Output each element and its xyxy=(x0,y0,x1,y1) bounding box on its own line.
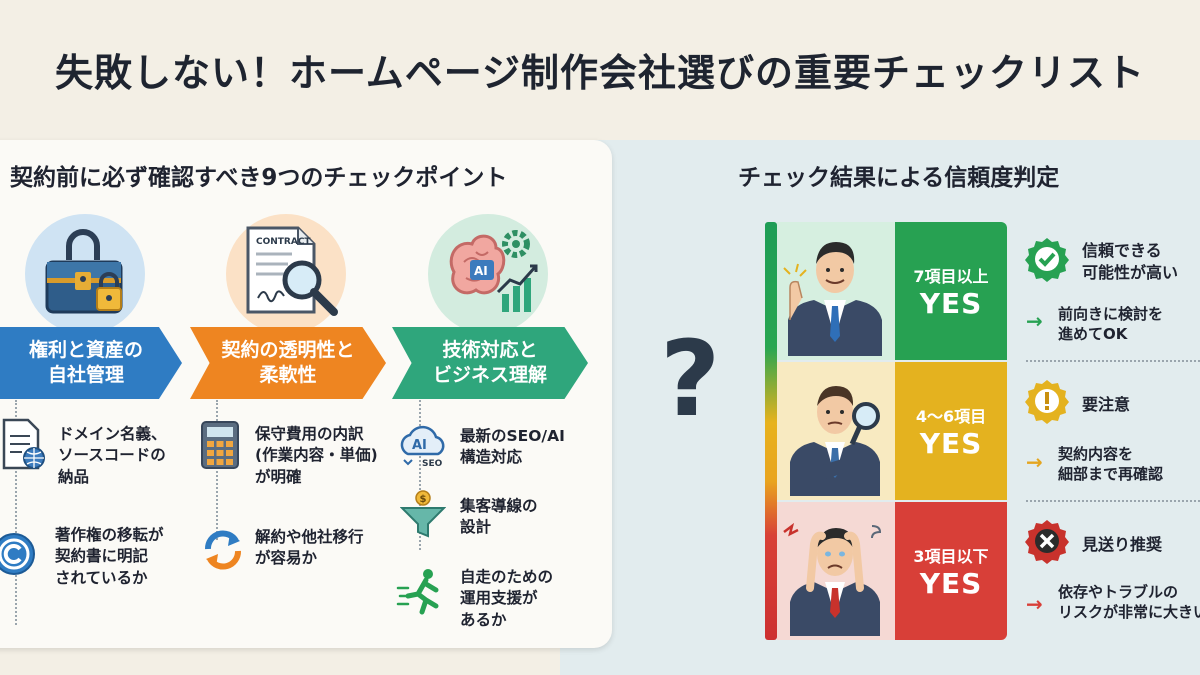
chevron-label-line1: 技術対応と xyxy=(442,339,538,362)
tier-mid-verdict: 要注意 xyxy=(1082,395,1131,414)
ai-cloud-label: AI xyxy=(412,438,427,453)
column-divider xyxy=(216,400,218,540)
refresh-arrows-icon xyxy=(205,530,241,570)
contract-magnifier-icon: CONTRACT xyxy=(246,226,338,316)
contract-label: CONTRACT xyxy=(256,237,311,247)
cross-badge-icon xyxy=(1025,520,1069,564)
tier-low-action: 依存やトラブルの リスクが非常に大きい xyxy=(1058,583,1200,622)
item-domain-source: ドメイン名義、 ソースコードの 納品 xyxy=(58,425,167,486)
confident-businessman-icon xyxy=(783,242,882,356)
tier-high-verdict: 信頼できる 可能性が高い xyxy=(1082,241,1179,282)
tier-mid-action: 契約内容を 細部まで再確認 xyxy=(1058,445,1164,484)
document-globe-icon xyxy=(2,418,45,470)
tier-low-criterion: 3項目以下 YES xyxy=(895,502,1007,640)
tier-yes-label: YES xyxy=(919,286,983,320)
tier-yes-label: YES xyxy=(919,426,983,460)
chevron-label-line2: 柔軟性 xyxy=(259,364,317,386)
item-copyright-transfer: 著作権の移転が 契約書に明記 されているか xyxy=(55,526,164,587)
chevron-label-line2: 自社管理 xyxy=(47,364,124,386)
judgement-heading: チェック結果による信頼度判定 xyxy=(738,165,1060,191)
chevron-label-line1: 権利と資産の xyxy=(28,339,143,362)
treasure-chest-lock-icon xyxy=(45,229,123,314)
tier-low-verdict: 見送り推奨 xyxy=(1082,535,1163,554)
item-seo-ai-support: 最新のSEO/AI 構造対応 xyxy=(460,427,565,467)
tier-criterion-label: 4〜6項目 xyxy=(915,406,987,426)
question-mark-icon: ? xyxy=(660,318,721,440)
copyright-icon xyxy=(0,533,35,575)
tier-separator xyxy=(1026,500,1200,502)
column-divider xyxy=(15,400,17,625)
tier-high-criterion: 7項目以上 YES xyxy=(895,222,1007,360)
item-customer-flow: 集客導線の 設計 xyxy=(460,497,538,537)
chevron-label-line1: 契約の透明性と xyxy=(221,339,355,362)
tier-separator xyxy=(1026,360,1200,362)
tier-yes-label: YES xyxy=(919,566,983,600)
page-title: 失敗しない！ホームページ制作会社選びの重要チェックリスト xyxy=(54,51,1146,95)
item-self-operation-support: 自走のための 運用支援が あるか xyxy=(460,568,554,629)
brain-ai-chart-icon: AI xyxy=(449,230,538,312)
column-divider xyxy=(419,400,421,550)
checkpoint-heading: 契約前に必ず確認すべき9つのチェックポイント xyxy=(10,165,508,191)
ai-cloud-icon: AI SEO xyxy=(400,425,445,468)
reliability-gauge-bar xyxy=(765,222,777,640)
ai-chip-label: AI xyxy=(474,264,488,278)
checkmark-badge-icon xyxy=(1025,238,1069,282)
inspecting-businessman-icon xyxy=(790,386,880,496)
arrow-right-icon: → xyxy=(1026,450,1043,474)
distressed-businessman-icon xyxy=(783,522,882,636)
chevron-contract-transparency: 契約の透明性と柔軟性 xyxy=(190,327,386,399)
chevron-label-line2: ビジネス理解 xyxy=(432,364,547,386)
arrow-right-icon: → xyxy=(1026,309,1043,333)
chevron-tech-business: 技術対応とビジネス理解 xyxy=(392,327,588,399)
exclamation-badge-icon xyxy=(1025,380,1069,424)
tier-high-action: 前向きに検討を 進めてOK xyxy=(1058,305,1164,344)
item-cancellation-migration: 解約や他社移行 が容易か xyxy=(255,528,364,568)
tier-criterion-label: 7項目以上 xyxy=(913,266,989,286)
calculator-icon xyxy=(201,421,239,469)
running-person-icon xyxy=(396,569,439,615)
funnel-icon: $ xyxy=(400,490,446,538)
arrow-right-icon: → xyxy=(1026,592,1043,616)
tier-criterion-label: 3項目以下 xyxy=(913,546,989,566)
svg-text:$: $ xyxy=(420,494,427,505)
item-maintenance-breakdown: 保守費用の内訳 (作業内容・単価) が明確 xyxy=(255,425,378,486)
tier-mid-criterion: 4〜6項目 YES xyxy=(895,362,1007,500)
chevron-rights-ownership: 権利と資産の自社管理 xyxy=(0,327,182,399)
seo-label: SEO xyxy=(422,459,443,468)
